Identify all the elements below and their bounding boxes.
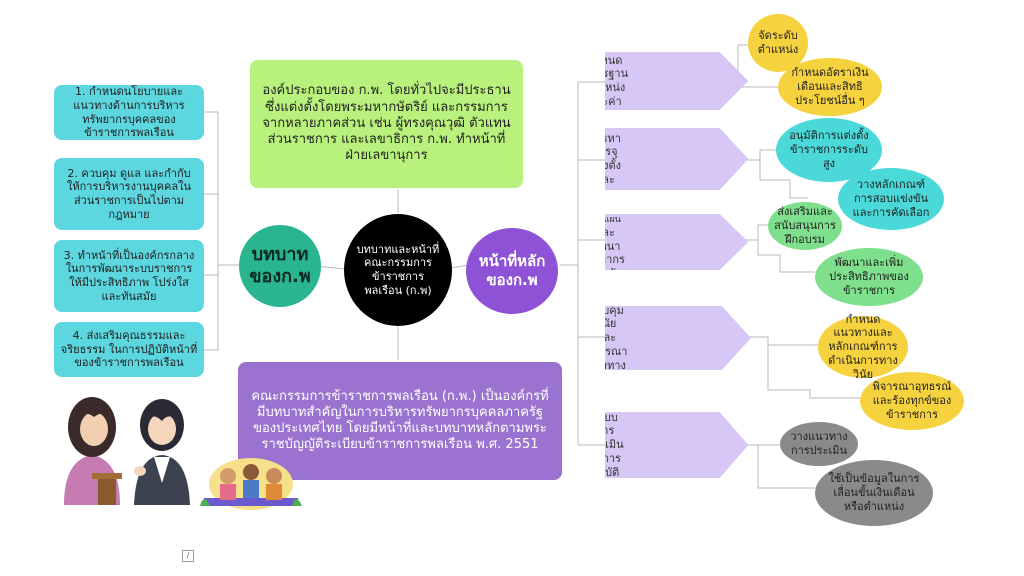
- center-node: บทบาทและหน้าที่ คณะกรรมการ ข้าราชการ พลเ…: [344, 214, 452, 326]
- duty-3-sub-1: ส่งเสริมและสนับสนุนการฝึกอบรม: [768, 202, 842, 250]
- role-box-2: 2. ควบคุม ดูแล และกำกับให้การบริหารงานบุ…: [54, 158, 204, 230]
- people-illustration: [64, 397, 190, 505]
- duty-arrow-5: 5. จัดระบบการประเมินผลการปฏิบัติงาน: [605, 412, 749, 478]
- composition-text: องค์ประกอบของ ก.พ. โดยทั่วไปจะมีประธานซึ…: [262, 83, 511, 164]
- duty-arrow-1: 1. กำหนดมาตรฐานตำแหน่งและค่าตอบแทน: [605, 52, 749, 110]
- duty-4-sub-2: พิจารณาอุทธรณ์และร้องทุกข์ของข้าราชการ: [860, 372, 964, 430]
- duty-arrow-5-text: 5. จัดระบบการประเมินผลการปฏิบัติงาน: [586, 396, 624, 493]
- duty-5-sub-1: วางแนวทางการประเมิน: [780, 422, 858, 466]
- role-box-3: 3. ทำหน้าที่เป็นองค์กรกลางในการพัฒนาระบบ…: [54, 240, 204, 312]
- composition-box: องค์ประกอบของ ก.พ. โดยทั่วไปจะมีประธานซึ…: [250, 60, 523, 188]
- duty-2-sub-2: วางหลักเกณฑ์การสอบแข่งขันและการคัดเลือก: [838, 168, 944, 230]
- duty-arrow-3-text: และพัฒนาบุคลากรภาครัฐ: [585, 225, 625, 280]
- role-box-4-text: 4. ส่งเสริมคุณธรรมและจริยธรรม ในการปฏิบั…: [60, 328, 198, 370]
- duty-4-sub-1: กำหนดแนวทางและหลักเกณฑ์การดำเนินการทางวิ…: [818, 313, 908, 381]
- duty-1-sub-2-text: กำหนดอัตราเงินเดือนและสิทธิประโยชน์อื่น …: [791, 66, 869, 107]
- role-box-1: 1. กำหนดนโยบายและแนวทางด้านการบริหารทรัพ…: [54, 85, 204, 140]
- role-node: บทบาท ของก.พ: [239, 225, 321, 307]
- woman-left-figure: [64, 397, 122, 505]
- duty-2-sub-1-text: อนุมัติการแต่งตั้งข้าราชการระดับสูง: [789, 129, 869, 170]
- duty-2-sub-2-text: วางหลักเกณฑ์การสอบแข่งขันและการคัดเลือก: [852, 178, 930, 219]
- duty-node: หน้าที่หลัก ของก.พ: [466, 228, 558, 314]
- duty-3-sub-2: พัฒนาและเพิ่มประสิทธิภาพของข้าราชการ: [815, 248, 923, 306]
- duty-5-sub-2-text: ใช้เป็นข้อมูลในการเลื่อนขั้นเงินเดือนหรื…: [828, 472, 920, 513]
- role-box-2-text: 2. ควบคุม ดูแล และกำกับให้การบริหารงานบุ…: [67, 166, 191, 221]
- duty-5-sub-2: ใช้เป็นข้อมูลในการเลื่อนขั้นเงินเดือนหรื…: [815, 460, 933, 526]
- definition-text: คณะกรรมการข้าราชการพลเรือน (ก.พ.) เป็นอง…: [251, 388, 549, 453]
- duty-4-sub-1-text: กำหนดแนวทางและหลักเกณฑ์การดำเนินการทางวิ…: [828, 312, 898, 381]
- woman-right-figure: [134, 399, 190, 505]
- duty-1-sub-2: กำหนดอัตราเงินเดือนและสิทธิประโยชน์อื่น …: [778, 58, 882, 116]
- duty-arrow-3-small: 3. วางแผน: [589, 203, 621, 225]
- duty-5-sub-1-text: วางแนวทางการประเมิน: [790, 430, 848, 457]
- edit-icon[interactable]: /: [182, 550, 194, 562]
- duty-4-sub-2-text: พิจารณาอุทธรณ์และร้องทุกข์ของข้าราชการ: [872, 380, 952, 421]
- duty-arrow-3: 3. วางแผน และพัฒนาบุคลากรภาครัฐ: [605, 214, 749, 270]
- definition-box: คณะกรรมการข้าราชการพลเรือน (ก.พ.) เป็นอง…: [238, 362, 562, 480]
- role-box-4: 4. ส่งเสริมคุณธรรมและจริยธรรม ในการปฏิบั…: [54, 322, 204, 377]
- center-text: บทบาทและหน้าที่ คณะกรรมการ ข้าราชการ พลเ…: [356, 242, 440, 297]
- role-box-3-text: 3. ทำหน้าที่เป็นองค์กรกลางในการพัฒนาระบบ…: [63, 248, 195, 303]
- duty-3-sub-2-text: พัฒนาและเพิ่มประสิทธิภาพของข้าราชการ: [829, 256, 909, 297]
- duty-1-sub-1-text: จัดระดับตำแหน่ง: [757, 29, 799, 56]
- duty-arrow-2: 2. กำกับการสรรหา บรรจุ แต่งตั้ง และเลื่อ…: [605, 128, 749, 190]
- role-text: บทบาท ของก.พ: [249, 243, 311, 288]
- duty-text: หน้าที่หลัก ของก.พ: [478, 252, 546, 289]
- duty-arrow-4: 4. ควบคุมวินัย และพิจารณาโทษทางวินัย: [605, 306, 751, 370]
- duty-3-sub-1-text: ส่งเสริมและสนับสนุนการฝึกอบรม: [774, 205, 836, 246]
- duty-arrow-2-text: 2. กำกับการสรรหา บรรจุ แต่งตั้ง และเลื่อ…: [584, 104, 626, 214]
- group-illustration: [200, 458, 302, 510]
- duty-arrow-1-text: 1. กำหนดมาตรฐานตำแหน่งและค่าตอบแทน: [581, 39, 629, 122]
- role-box-1-text: 1. กำหนดนโยบายและแนวทางด้านการบริหารทรัพ…: [73, 85, 185, 140]
- duty-1-sub-1: จัดระดับตำแหน่ง: [748, 14, 808, 72]
- duty-arrow-4-text: 4. ควบคุมวินัย และพิจารณาโทษทางวินัย: [585, 289, 628, 386]
